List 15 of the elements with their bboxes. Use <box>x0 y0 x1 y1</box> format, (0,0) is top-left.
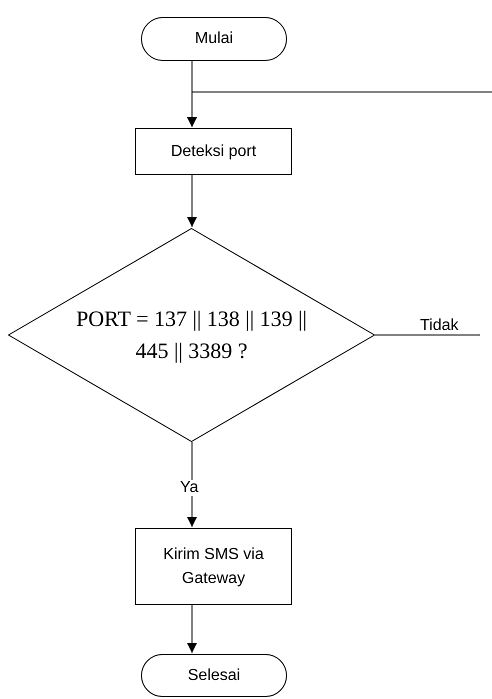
process-box <box>135 528 292 605</box>
node-text: Kirim SMS via Gateway <box>162 544 265 588</box>
node-text: Selesai <box>188 666 240 686</box>
terminator-shape <box>141 17 287 61</box>
terminator-shape <box>141 654 287 697</box>
decision-text: PORT = 137 || 138 || 139 || 445 || 3389 ? <box>75 305 308 365</box>
arrow <box>187 604 197 654</box>
arrow <box>187 92 492 128</box>
process-box <box>135 128 292 175</box>
node-text: Deteksi port <box>170 142 256 162</box>
connector-line <box>374 334 480 336</box>
node-text: Mulai <box>194 29 234 49</box>
arrow <box>187 174 197 228</box>
arrow <box>187 442 197 528</box>
edge-label: Ya <box>180 480 198 496</box>
